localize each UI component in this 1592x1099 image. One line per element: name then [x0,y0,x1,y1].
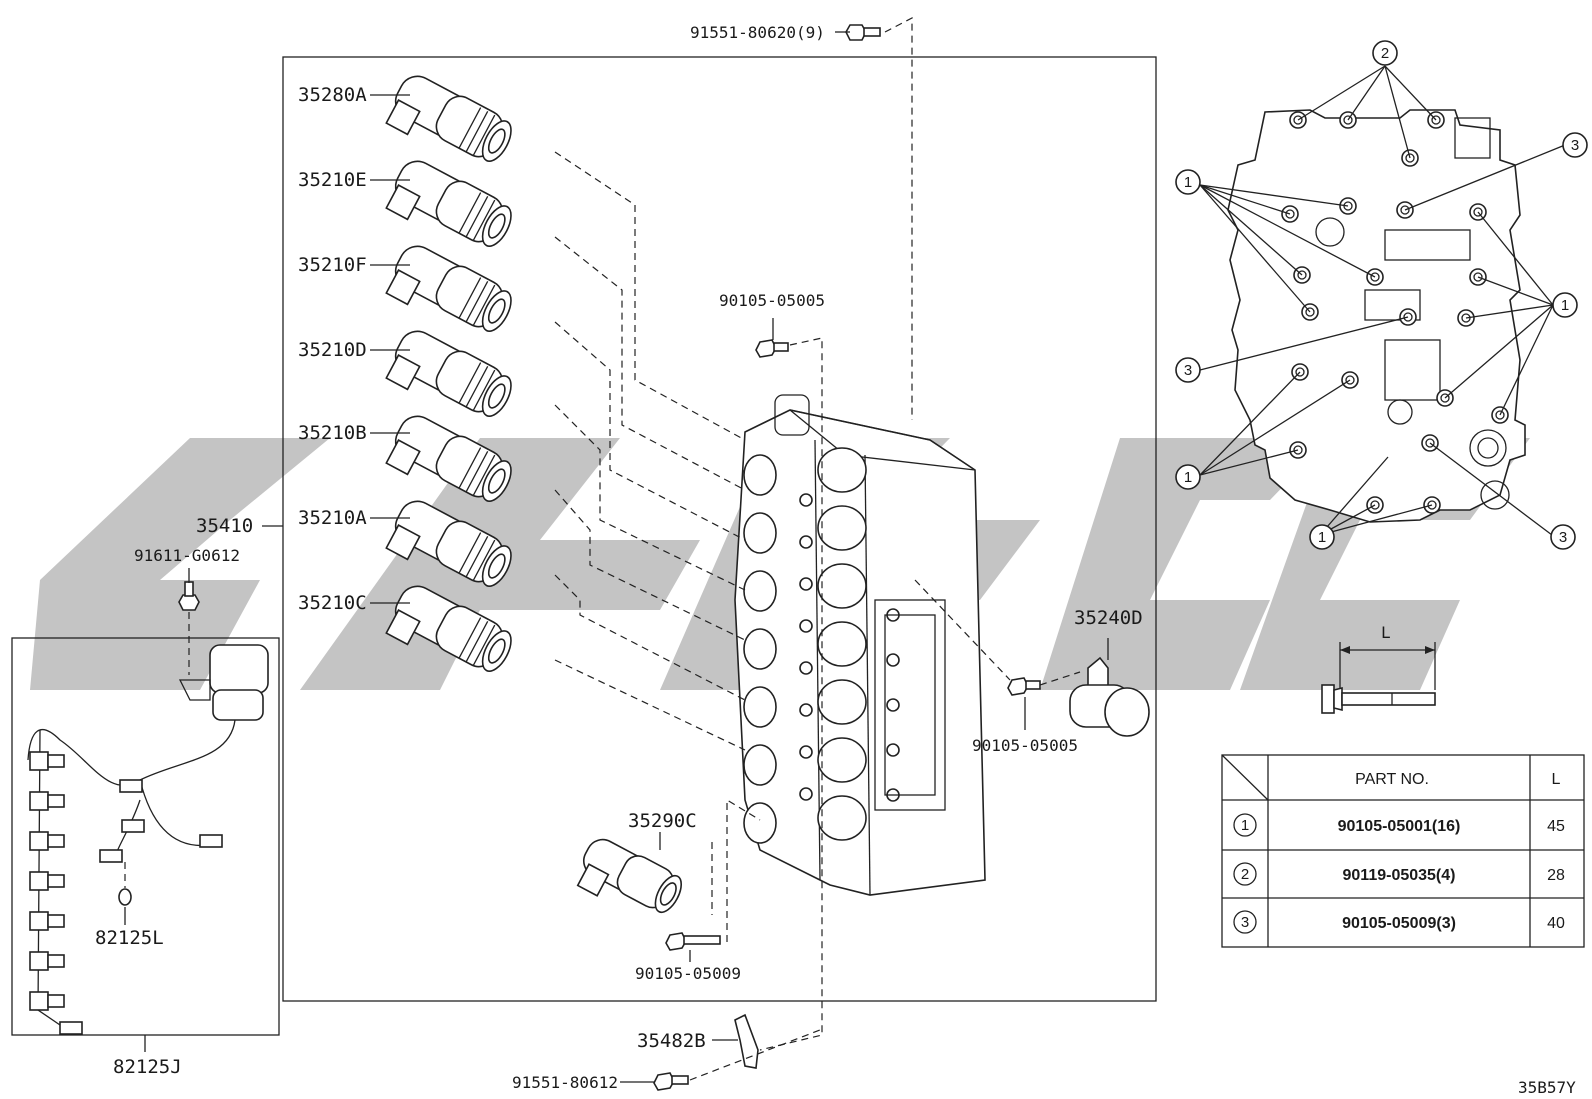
bolt-bottom [653,1072,689,1091]
callout-1-topleft: 1 [1175,169,1201,195]
label-top-bolt: 91551-80620(9) [690,23,825,42]
solenoid-35290C [576,838,683,914]
solenoid [385,330,512,417]
bolt-right [1007,677,1041,696]
solenoid-35240D [1069,656,1150,737]
label-35240D: 35240D [1074,607,1143,629]
bolt-lower [665,932,721,951]
valve-plate [1227,109,1526,523]
table-row-part: 90105-05009(3) [1342,915,1456,932]
label-35482B: 35482B [637,1030,706,1052]
label-right-bolt: 90105-05005 [972,736,1078,755]
solenoid [385,415,512,502]
table-header-len: L [1552,771,1561,788]
label-82125L: 82125L [95,927,164,949]
table-row-len: 45 [1547,818,1565,835]
diagram-code: 35B57Y [1518,1078,1576,1097]
callout-1-left: 1 [1175,464,1201,490]
svg-text:1: 1 [1561,297,1569,314]
table-row-ref: 2 [1241,866,1249,883]
solenoid [385,160,512,247]
dimension-label: L [1381,623,1391,642]
table-header-part: PART NO. [1355,771,1429,788]
solenoid [385,245,512,332]
label-82125J: 82125J [113,1056,182,1078]
callout-3-left: 3 [1175,357,1201,383]
table-row-len: 28 [1547,867,1565,884]
bolt-top [845,24,881,41]
svg-text:3: 3 [1559,529,1567,546]
valve-body [734,394,986,896]
svg-text:3: 3 [1184,362,1192,379]
label-center-bolt: 90105-05005 [719,291,825,310]
label-harness-bolt: 91611-G0612 [134,546,240,565]
label-35210A: 35210A [298,507,367,529]
callout-1-right: 1 [1552,292,1578,318]
plate-35482B [734,1013,759,1069]
label-35210D: 35210D [298,339,367,361]
callout-3-bottom: 3 [1550,524,1576,550]
solenoid [385,500,512,587]
table-row-part: 90119-05035(4) [1343,867,1456,884]
label-35210E: 35210E [298,169,367,191]
svg-text:3: 3 [1571,137,1579,154]
label-35280A: 35280A [298,84,367,106]
label-assembly: 35410 [196,515,253,537]
guide-lines [124,17,1081,1081]
svg-text:1: 1 [1184,174,1192,191]
solenoid [385,585,512,672]
table-row-ref: 1 [1241,817,1249,834]
leader-lines [124,31,1109,1083]
callout-2: 2 [1372,40,1398,66]
assembly-frame [282,56,1157,1002]
label-35210B: 35210B [298,422,367,444]
svg-text:1: 1 [1184,469,1192,486]
label-lower-bolt: 90105-05009 [635,964,741,983]
parts-table: PART NO. L 1 90105-05001(16) 45 2 90119-… [1221,754,1585,948]
table-row-len: 40 [1547,915,1565,932]
bolt-dimension: L [1321,623,1436,714]
callout-3-topright: 3 [1562,132,1588,158]
plate-callout-lines [1199,65,1566,536]
solenoid [385,75,512,162]
svg-text:2: 2 [1381,45,1389,62]
bolt-harness [178,581,200,611]
table-row-part: 90105-05001(16) [1338,818,1461,835]
label-35210C: 35210C [298,592,367,614]
svg-text:1: 1 [1318,529,1326,546]
wire-harness [27,644,269,1035]
label-bottom-bolt: 91551-80612 [512,1073,618,1092]
solenoid-stack [385,75,512,672]
label-35210F: 35210F [298,254,367,276]
label-35290C: 35290C [628,810,697,832]
bolt-center [755,339,789,358]
callout-1-bottom: 1 [1309,524,1335,550]
table-row-ref: 3 [1241,914,1249,931]
